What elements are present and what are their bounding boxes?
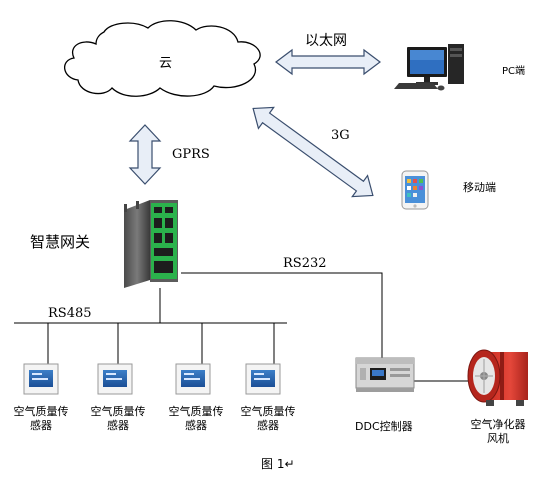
air-purifier-fan-icon xyxy=(467,349,528,406)
pc-label: PC端 xyxy=(502,66,526,77)
ethernet-label: 以太网 xyxy=(305,33,347,49)
air-quality-sensor-icon xyxy=(23,363,59,395)
cloud-label: 云 xyxy=(159,56,173,71)
mobile-3g-arrow xyxy=(252,106,374,198)
ddc-controller-icon xyxy=(355,357,415,392)
air-quality-sensor-icon xyxy=(245,363,281,395)
sensor-label: 空气质量传感器 xyxy=(90,405,146,432)
mobile-3g-label: 3G xyxy=(331,128,350,143)
gprs-arrow xyxy=(128,124,162,185)
sensor-label: 空气质量传感器 xyxy=(13,405,69,432)
ddc-label: DDC控制器 xyxy=(355,420,413,433)
rs485-label: RS485 xyxy=(48,306,92,321)
air-quality-sensor-icon xyxy=(97,363,133,395)
figure-caption: 图 1↵ xyxy=(261,457,295,471)
mobile-phone-icon xyxy=(401,170,429,210)
sensor-label: 空气质量传感器 xyxy=(240,405,296,432)
rs232-label: RS232 xyxy=(283,256,327,271)
gateway-label: 智慧网关 xyxy=(30,233,91,251)
gprs-label: GPRS xyxy=(172,147,210,162)
rs232-line xyxy=(181,272,383,358)
connection-lines xyxy=(14,272,468,382)
sensor-label: 空气质量传感器 xyxy=(168,405,224,432)
pc-icon xyxy=(394,44,464,91)
gateway-device-icon xyxy=(124,200,178,288)
air-quality-sensor-icon xyxy=(175,363,211,395)
mobile-label: 移动端 xyxy=(463,181,496,194)
cloud-icon xyxy=(64,20,261,97)
ethernet-arrow xyxy=(275,48,381,76)
fan-label: 空气净化器风机 xyxy=(470,418,526,445)
